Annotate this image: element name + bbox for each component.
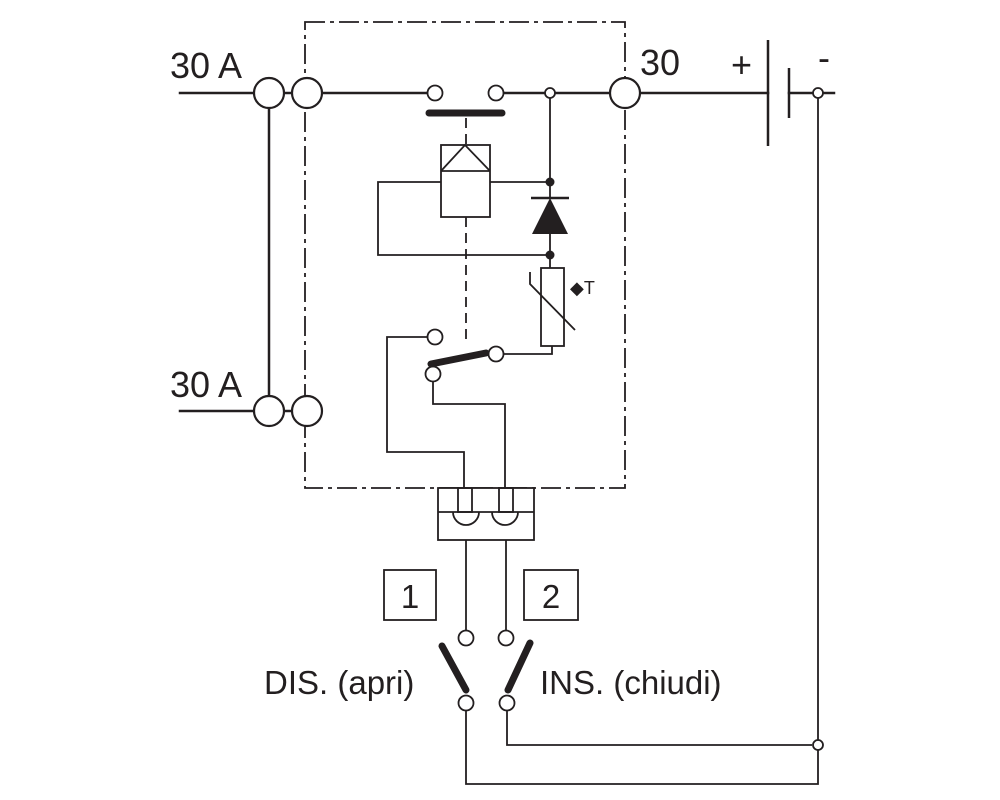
input-1-label: 1 [401,578,419,615]
input-2-label: 2 [542,578,560,615]
label-30a-bottom: 30 A [170,364,242,405]
battery [766,40,791,146]
connector-block [437,487,535,541]
aux-switch [424,328,505,383]
label-30: 30 [640,42,680,83]
junction-diode-top [545,177,555,187]
input-1-box [383,569,437,621]
coil-loop [377,181,550,256]
terminal-30a-top-outer [252,76,286,110]
switch-open-label: DIS. (apri) [264,664,414,701]
terminal-30 [608,76,642,110]
junction-diode-bottom [545,250,555,260]
junction-return [812,739,824,751]
terminal-30a-bottom-inner [290,394,324,428]
junction-top [544,87,556,99]
terminal-30a-top-inner [290,76,324,110]
ptc-marker: ◆T [570,278,595,298]
switch-close [497,629,534,712]
aux-switch-wiring [386,336,506,497]
ptc-thermistor [496,267,576,355]
relay-coil [440,143,491,218]
battery-minus-label: - [818,37,830,78]
input-2-box [523,569,579,621]
battery-plus-label: + [731,44,752,85]
main-relay-contact [425,84,506,117]
switch-open [438,629,475,712]
return-wiring [465,98,819,785]
switch-close-label: INS. (chiudi) [540,664,722,701]
junction-battery-minus [812,87,824,99]
label-30a-top: 30 A [170,45,242,86]
lower-30a-line [178,106,294,413]
terminal-30a-bottom-outer [252,394,286,428]
